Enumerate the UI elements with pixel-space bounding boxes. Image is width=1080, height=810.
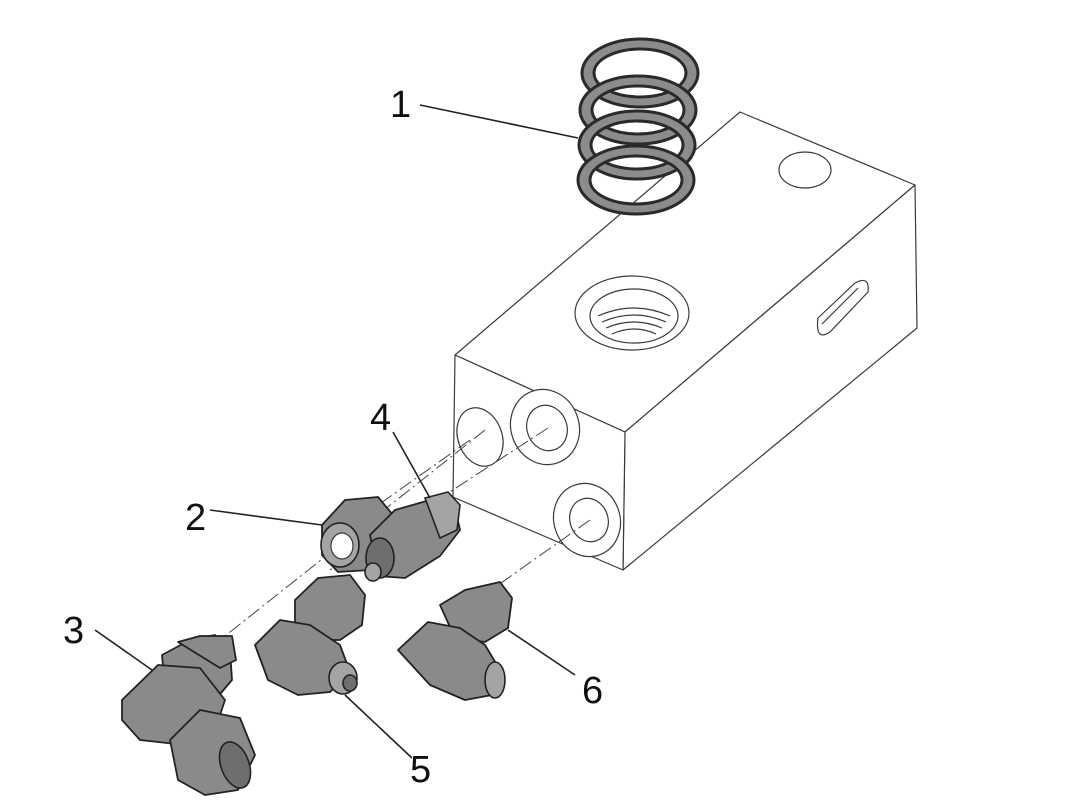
spring-part-1 — [576, 37, 700, 216]
leader-4 — [392, 431, 431, 499]
leader-lines — [94, 104, 579, 759]
block-side-slot — [816, 279, 869, 336]
elbow-fitting-part-5 — [254, 574, 366, 696]
callout-2: 2 — [185, 497, 206, 539]
block-front-port-upper — [509, 388, 581, 466]
block-front-port-lower — [552, 482, 622, 558]
leader-5 — [344, 694, 413, 759]
callout-6: 6 — [582, 670, 603, 712]
elbow-fitting-part-6 — [397, 581, 513, 701]
block-top-small-hole — [778, 151, 832, 189]
large-elbow-part-3 — [121, 634, 256, 796]
leader-3 — [94, 629, 153, 671]
leader-1 — [419, 104, 579, 139]
block-front-port-left — [456, 407, 504, 467]
leader-2 — [209, 509, 323, 526]
straight-adapter-part-4 — [364, 491, 461, 582]
callout-4: 4 — [370, 397, 391, 439]
block-top-threaded-port — [574, 275, 690, 351]
callout-5: 5 — [410, 749, 431, 791]
callout-3: 3 — [63, 610, 84, 652]
leader-6 — [507, 629, 576, 676]
manifold-block — [452, 111, 918, 571]
callout-labels: 1 2 3 4 5 6 — [63, 84, 603, 791]
callout-1: 1 — [390, 84, 411, 126]
